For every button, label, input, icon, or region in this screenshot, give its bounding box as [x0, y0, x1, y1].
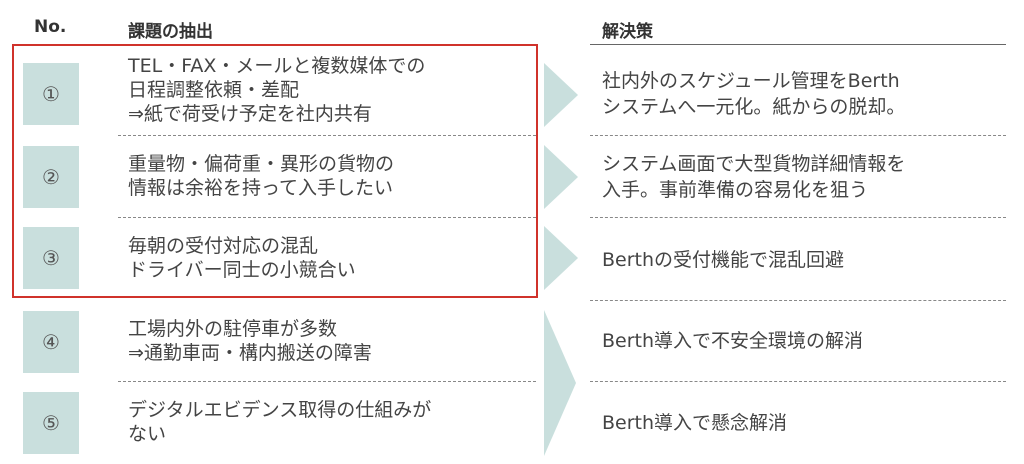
divider [118, 381, 536, 382]
row-number-3: ③ [23, 227, 79, 289]
solution-2: システム画面で大型貨物詳細情報を 入手。事前準備の容易化を狙う [602, 153, 906, 201]
issue-5: デジタルエビデンス取得の仕組みが ない [128, 399, 432, 445]
arrow-right-icon [544, 226, 578, 290]
header-solution: 解決策 [602, 22, 653, 42]
row-number-1: ① [23, 63, 79, 125]
header-no: No. [34, 17, 67, 37]
arrow-right-icon [544, 310, 576, 456]
divider [590, 300, 1006, 301]
divider [118, 217, 536, 218]
solution-3: Berthの受付機能で混乱回避 [602, 249, 845, 271]
header-divider [590, 44, 1006, 45]
arrow-right-icon [544, 63, 578, 127]
solution-4: Berth導入で不安全環境の解消 [602, 330, 864, 352]
issue-1: TEL・FAX・メールと複数媒体での 日程調整依頼・差配 ⇒紙で荷受け予定を社内… [128, 55, 426, 125]
row-number-2: ② [23, 146, 79, 208]
divider [590, 135, 1006, 136]
divider [590, 381, 1006, 382]
arrow-right-icon [544, 145, 578, 209]
solution-5: Berth導入で懸念解消 [602, 412, 788, 434]
highlight-box [12, 44, 538, 298]
row-number-5: ⑤ [23, 392, 79, 454]
issue-2: 重量物・偏荷重・異形の貨物の 情報は余裕を持って入手したい [128, 153, 395, 199]
divider [590, 217, 1006, 218]
row-number-4: ④ [23, 311, 79, 373]
issue-3: 毎朝の受付対応の混乱 ドライバー同士の小競合い [128, 235, 356, 281]
issue-4: 工場内外の駐停車が多数 ⇒通勤車両・構内搬送の障害 [128, 318, 372, 364]
divider [118, 135, 536, 136]
header-issue: 課題の抽出 [128, 22, 213, 42]
solution-1: 社内外のスケジュール管理をBerth システムへ一元化。紙からの脱却。 [602, 70, 906, 118]
